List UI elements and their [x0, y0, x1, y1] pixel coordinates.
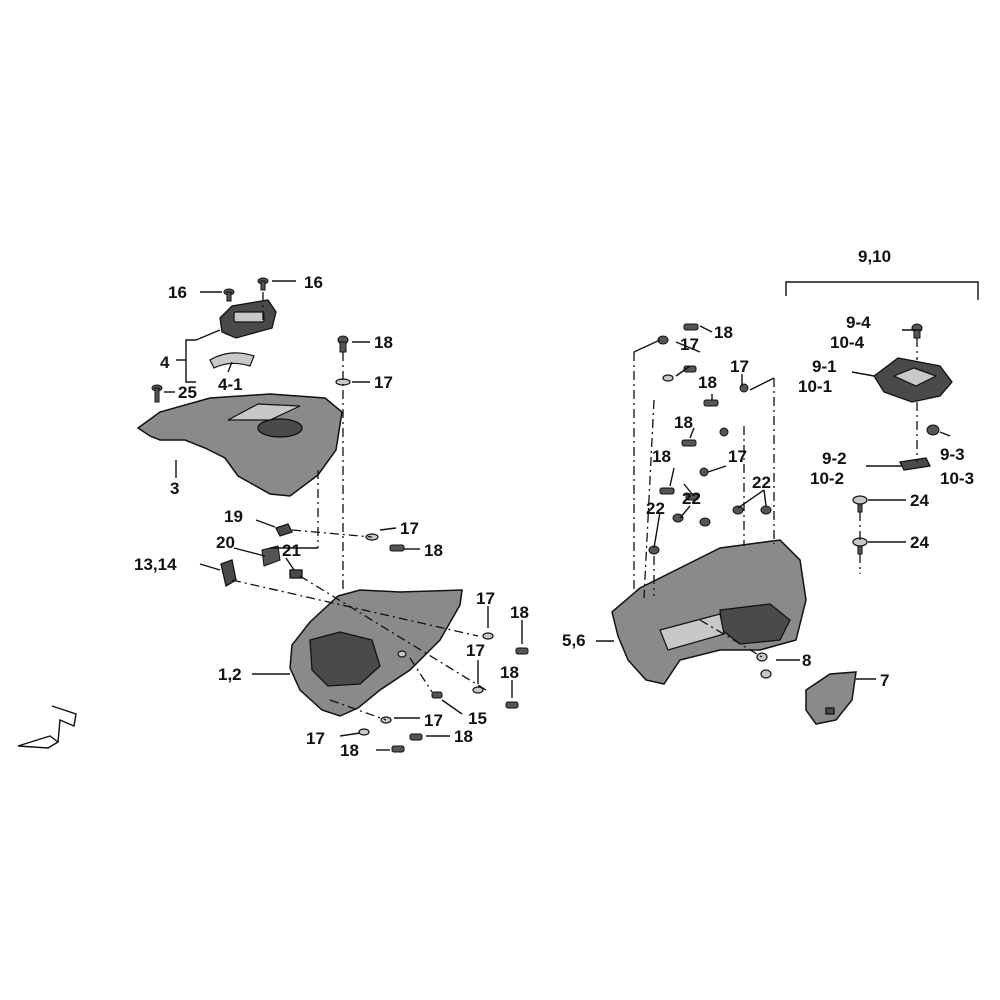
clip-19-icon — [275, 523, 293, 537]
label-9-4: 9-4 — [846, 313, 871, 332]
nut-9-3-10-3-icon — [926, 424, 940, 436]
label-17-bottom-b: 17 — [306, 729, 325, 748]
screw-18-f-icon — [391, 745, 405, 753]
cover-part-7 — [805, 671, 857, 725]
screw-16-right-icon — [257, 277, 269, 291]
label-21: 21 — [282, 541, 301, 560]
label-22-r3: 22 — [646, 499, 665, 518]
bracket-13-14-icon — [220, 559, 237, 588]
bolt-9-4-10-4-icon — [911, 323, 923, 339]
label-18-bottom-b: 18 — [340, 741, 359, 760]
label-22-r2: 22 — [752, 473, 771, 492]
label-13-14: 13,14 — [134, 555, 177, 574]
screw-18-a-icon — [389, 544, 405, 552]
label-1-2: 1,2 — [218, 665, 242, 684]
label-25: 25 — [178, 383, 197, 402]
label-4-1: 4-1 — [218, 375, 243, 394]
label-10-2: 10-2 — [810, 469, 844, 488]
group-bracket-9-10 — [785, 281, 979, 300]
front-direction-arrow-icon — [17, 705, 77, 749]
label-16-left: 16 — [168, 283, 187, 302]
label-9-2: 9-2 — [822, 449, 847, 468]
label-18-r3: 18 — [674, 413, 693, 432]
label-18-r1: 18 — [714, 323, 733, 342]
label-17-top: 17 — [374, 373, 393, 392]
label-16-right: 16 — [304, 273, 323, 292]
label-17-r3: 17 — [728, 447, 747, 466]
bracket-9-2-10-2-icon — [899, 457, 931, 471]
washer-8-a-icon — [756, 652, 768, 662]
label-7: 7 — [880, 671, 889, 690]
washer-17-d-icon — [472, 686, 484, 694]
label-18-r2: 18 — [698, 373, 717, 392]
screw-16-left-icon — [223, 288, 235, 302]
label-3: 3 — [170, 479, 179, 498]
label-4: 4 — [160, 353, 170, 372]
label-22-r1: 22 — [682, 489, 701, 508]
left-leader-lines — [164, 280, 523, 751]
washer-17-f-icon — [358, 728, 370, 736]
label-10-4: 10-4 — [830, 333, 865, 352]
right-screws — [648, 323, 772, 555]
label-18-right-b: 18 — [500, 663, 519, 682]
clip-21-icon — [289, 569, 303, 579]
screw-18-top-icon — [337, 335, 349, 353]
washer-8-b-icon — [760, 669, 772, 679]
label-17-r1: 17 — [680, 335, 699, 354]
label-17-mid: 17 — [400, 519, 419, 538]
top-cover-opening — [257, 418, 303, 438]
screw-18-c-icon — [515, 647, 529, 655]
cap-seal-part-4-1 — [209, 352, 255, 369]
top-cover-part-3 — [136, 393, 343, 497]
right-assembly-guide-lines — [633, 338, 918, 658]
side-panel-window — [309, 631, 381, 687]
label-18-bottom-a: 18 — [454, 727, 473, 746]
screw-25-icon — [151, 384, 163, 403]
side-panel-hole — [397, 650, 407, 658]
label-17-right-b: 17 — [466, 641, 485, 660]
label-20: 20 — [216, 533, 235, 552]
right-leader-lines — [596, 325, 951, 680]
clip-24-top-icon — [852, 495, 868, 513]
label-17-r2: 17 — [730, 357, 749, 376]
cover-cap-slot — [233, 311, 265, 323]
label-15: 15 — [468, 709, 487, 728]
label-5-6: 5,6 — [562, 631, 586, 650]
screw-15-icon — [431, 691, 443, 699]
label-17-bottom-a: 17 — [424, 711, 443, 730]
label-9-3: 9-3 — [940, 445, 965, 464]
floor-panel-part-5-6 — [611, 539, 807, 685]
cover-7-slot — [825, 707, 835, 715]
label-9-10: 9,10 — [858, 247, 891, 266]
clip-24-bottom-icon — [852, 537, 868, 555]
label-18-mid: 18 — [424, 541, 443, 560]
label-24-bottom: 24 — [910, 533, 929, 552]
left-assembly-guide-lines — [231, 292, 487, 721]
label-19: 19 — [224, 507, 243, 526]
label-10-3: 10-3 — [940, 469, 974, 488]
screw-18-e-icon — [409, 733, 423, 741]
label-18-top: 18 — [374, 333, 393, 352]
label-8: 8 — [802, 651, 811, 670]
label-24-top: 24 — [910, 491, 929, 510]
label-10-1: 10-1 — [798, 377, 832, 396]
screw-18-d-icon — [505, 701, 519, 709]
label-18-right-a: 18 — [510, 603, 529, 622]
label-17-right-a: 17 — [476, 589, 495, 608]
label-18-r4: 18 — [652, 447, 671, 466]
top-cover-recess — [227, 403, 301, 421]
rack-grid — [892, 367, 938, 387]
washer-17-c-icon — [482, 632, 494, 640]
label-9-1: 9-1 — [812, 357, 837, 376]
